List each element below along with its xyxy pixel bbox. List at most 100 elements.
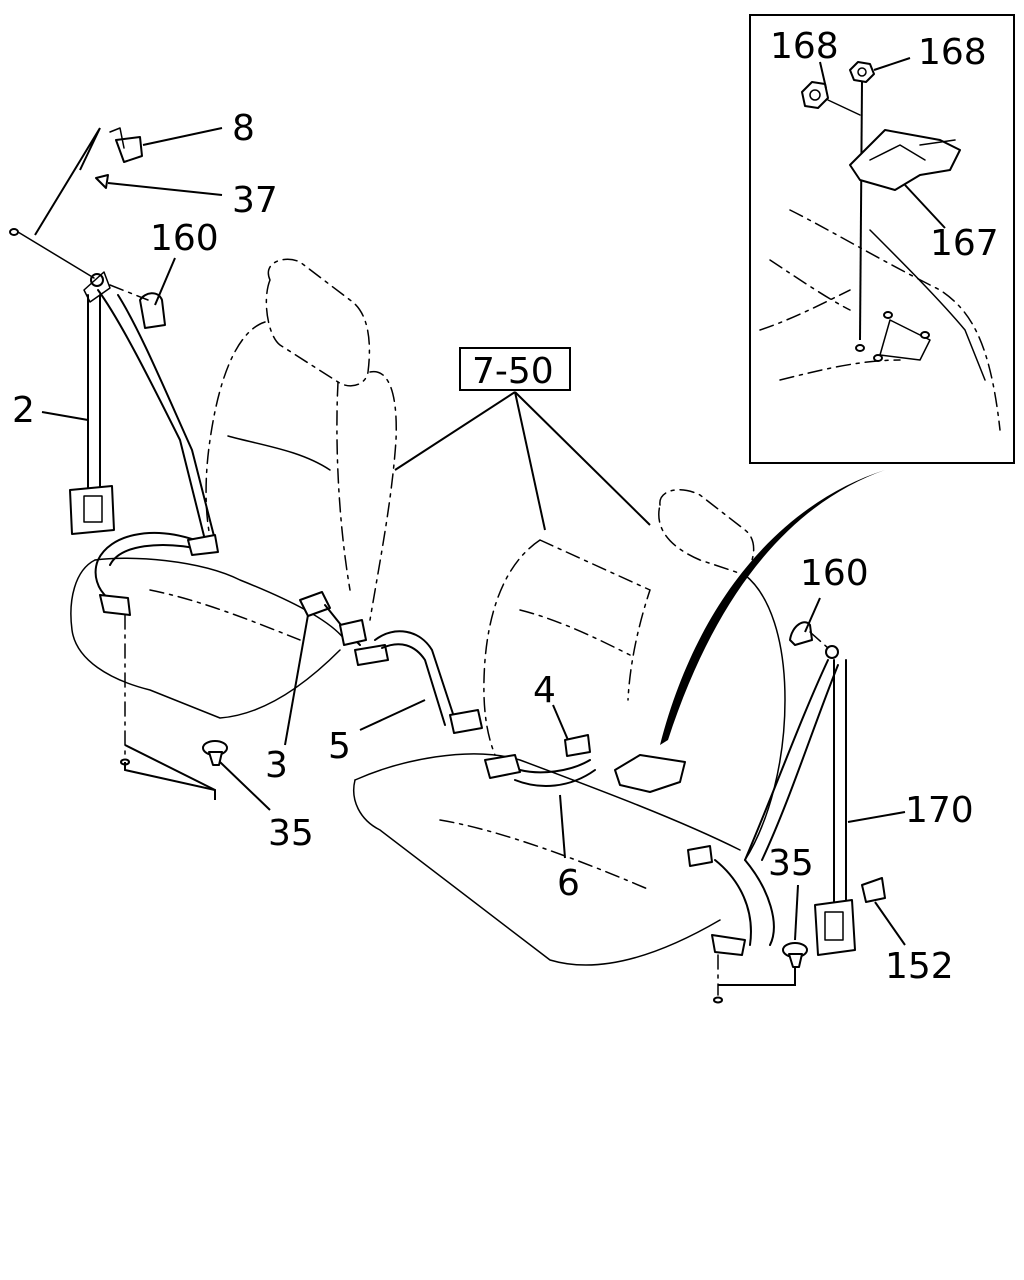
right-floor-bolt xyxy=(713,996,723,1004)
right-lap-belt xyxy=(714,859,775,946)
callout-2: 2 xyxy=(12,390,35,431)
right-belt-diagonal xyxy=(744,659,839,861)
callout-3: 3 xyxy=(265,745,288,786)
callout-35-left: 35 xyxy=(268,813,314,854)
callout-170: 170 xyxy=(905,790,974,831)
left-retractor xyxy=(69,485,115,535)
buckle-3-body xyxy=(299,591,331,617)
nut-168-b xyxy=(849,61,875,83)
upper-bolt xyxy=(9,228,19,236)
right-cushion xyxy=(353,779,721,966)
right-retractor-window xyxy=(824,911,844,941)
upper-bolt-line xyxy=(17,231,95,279)
right-seat xyxy=(353,489,786,966)
left-lower-anchor xyxy=(187,534,219,556)
leader-168-a xyxy=(819,61,827,89)
bolt-line xyxy=(859,81,863,341)
inset-pointer xyxy=(660,470,885,745)
callout-160-right: 160 xyxy=(800,553,869,594)
right-belt-assembly xyxy=(687,645,856,1004)
buckle-3-anchor xyxy=(339,619,367,646)
leader-152 xyxy=(874,901,906,946)
center-belts xyxy=(374,630,596,787)
left-floor-anchor xyxy=(99,594,131,616)
left-seat xyxy=(70,258,397,719)
belt-5-latch xyxy=(449,709,483,734)
buckle-3 xyxy=(299,591,389,666)
upper-cover-parts xyxy=(9,127,143,279)
right-belt-vertical xyxy=(833,659,847,906)
leader-8 xyxy=(142,127,223,146)
buckle-3-base xyxy=(354,644,389,666)
leader-35-left xyxy=(219,761,271,811)
cover-8-clip xyxy=(109,127,125,149)
right-seatback-outer xyxy=(744,574,786,861)
bracket-167 xyxy=(849,129,961,191)
left-retractor-window xyxy=(83,495,103,523)
callout-4: 4 xyxy=(533,670,556,711)
callout-167: 167 xyxy=(930,223,999,264)
leader-35-left-arm xyxy=(124,744,216,791)
leader-37 xyxy=(107,182,223,196)
inset-stud-4 xyxy=(920,331,930,339)
callout-5: 5 xyxy=(328,726,351,767)
clip-37 xyxy=(95,174,109,189)
callout-168-a: 168 xyxy=(770,26,839,67)
left-cover-160 xyxy=(139,292,166,329)
bracket-167-detail xyxy=(869,139,956,161)
callout-8: 8 xyxy=(232,108,255,149)
bracket-lines-8-37 xyxy=(34,127,101,236)
left-belt-webbing xyxy=(87,289,216,541)
nut-168-a xyxy=(801,81,829,109)
right-headrest xyxy=(658,489,755,576)
belt-6-latch xyxy=(484,754,521,779)
leader-7-50-c xyxy=(514,391,651,526)
callout-35-right: 35 xyxy=(768,843,814,884)
right-cushion-top xyxy=(354,753,741,851)
leader-35-right xyxy=(794,884,799,941)
callout-160-left: 160 xyxy=(150,218,219,259)
leader-lines xyxy=(41,57,946,986)
nut-168-line xyxy=(827,99,861,116)
left-belt-assembly xyxy=(69,271,219,766)
right-cushion-seam xyxy=(439,819,651,891)
leader-6 xyxy=(559,794,566,859)
belt-5-webbing xyxy=(374,630,456,726)
right-floor-anchor xyxy=(711,934,746,956)
right-upper-anchor xyxy=(825,645,839,659)
callout-7-50: 7-50 xyxy=(472,351,554,392)
left-cushion-top xyxy=(94,557,346,641)
buckle-4 xyxy=(564,734,591,757)
fastener-35-right xyxy=(782,942,808,968)
leader-bracket-35-right xyxy=(718,968,796,986)
right-seatback-inner xyxy=(483,539,651,756)
left-cushion xyxy=(70,559,341,719)
leader-170 xyxy=(847,811,906,823)
leader-160-right xyxy=(804,597,821,633)
callout-168-b: 168 xyxy=(918,32,987,73)
leader-160-left xyxy=(154,257,176,306)
nut-168-b-hole xyxy=(857,67,867,77)
leader-7-50-a xyxy=(394,391,516,471)
leader-4 xyxy=(552,704,569,741)
leader-167 xyxy=(904,184,946,229)
inset-stud xyxy=(855,344,865,352)
left-headrest xyxy=(265,258,371,387)
left-upper-bracket xyxy=(83,271,111,303)
left-seatback-seam xyxy=(227,435,331,471)
inset-panel-lines xyxy=(759,209,1001,431)
inset-stud-3 xyxy=(883,311,893,319)
callout-7-50-box xyxy=(459,347,571,391)
fastener-35-left xyxy=(202,740,228,766)
leader-168-b xyxy=(873,57,911,71)
right-lower-anchor xyxy=(687,845,713,867)
nut-168-a-hole xyxy=(809,89,821,101)
inset-detail xyxy=(749,14,1015,464)
cover-8 xyxy=(115,136,143,163)
leader-3 xyxy=(284,614,309,746)
right-seatback-seam xyxy=(519,609,631,656)
right-retractor xyxy=(814,899,856,956)
left-cushion-seam xyxy=(149,589,301,641)
